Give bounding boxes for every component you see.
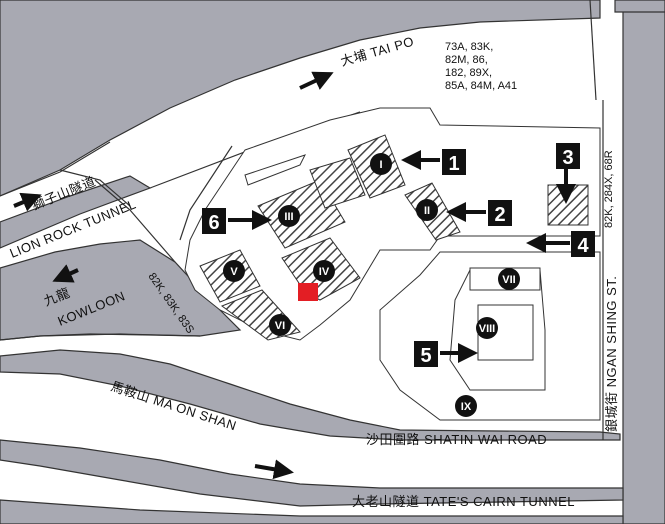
building-marker-vii: VII xyxy=(498,268,520,290)
numbered-square-icon xyxy=(556,143,580,169)
svg-text:2: 2 xyxy=(494,204,505,226)
highlight-location xyxy=(298,283,318,301)
entrance-badge-3: 3 xyxy=(556,143,580,169)
building-marker-ix: IX xyxy=(455,395,477,417)
building-marker-i: I xyxy=(370,153,392,175)
svg-text:III: III xyxy=(284,211,293,223)
building-marker-ii: II xyxy=(416,199,438,221)
grey-area-bottom xyxy=(0,439,624,507)
svg-text:IV: IV xyxy=(319,266,330,278)
roman-numeral-circle-icon xyxy=(278,205,300,227)
bus-routes-right: 82K, 284X, 68R xyxy=(603,150,615,228)
bus-routes-top-line-4: 85A, 84M, A41 xyxy=(445,80,517,92)
building-marker-iv: IV xyxy=(313,260,335,282)
svg-text:VIII: VIII xyxy=(479,323,496,335)
road-label-tates-cairn: 大老山隧道 TATE'S CAIRN TUNNEL xyxy=(352,494,575,509)
road-label-shatin-wai: 沙田圍路 SHATIN WAI ROAD xyxy=(366,432,547,447)
arrow-icon xyxy=(299,71,334,90)
building-marker-v: V xyxy=(223,260,245,282)
building-iii-upper xyxy=(309,157,366,209)
entrance-arrows xyxy=(228,150,576,363)
road-label-ngan-shing: 銀城街 NGAN SHING ST. xyxy=(604,276,619,432)
grey-area-lower-left xyxy=(0,349,621,441)
bus-routes-top-line-2: 82M, 86, xyxy=(445,54,488,66)
svg-text:1: 1 xyxy=(448,153,459,175)
roman-numeral-circle-icon xyxy=(416,199,438,221)
entrance-badges: 1 2 3 4 5 6 xyxy=(202,143,595,367)
svg-text:VII: VII xyxy=(502,274,515,286)
entrance-badge-1: 1 xyxy=(442,149,466,175)
building-marker-viii: VIII xyxy=(476,317,498,339)
svg-text:IX: IX xyxy=(461,401,472,413)
entrance-badge-6: 6 xyxy=(202,208,226,234)
svg-text:5: 5 xyxy=(420,345,431,367)
svg-text:VI: VI xyxy=(275,320,285,332)
svg-text:II: II xyxy=(424,205,430,217)
grey-area-right xyxy=(622,0,665,524)
building-markers: I II III IV V VI VII VIII xyxy=(223,153,520,417)
building-marker-iii: III xyxy=(278,205,300,227)
building-marker-vi: VI xyxy=(269,314,291,336)
grey-area-bottom-edge xyxy=(0,499,624,524)
grey-area-top-right xyxy=(614,0,665,13)
svg-text:V: V xyxy=(230,266,238,278)
entrance-badge-2: 2 xyxy=(488,200,512,226)
roman-numeral-circle-icon xyxy=(269,314,291,336)
roman-numeral-circle-icon xyxy=(313,260,335,282)
svg-text:6: 6 xyxy=(208,212,219,234)
roman-numeral-circle-icon xyxy=(476,317,498,339)
numbered-square-icon xyxy=(488,200,512,226)
arrow-icon xyxy=(254,459,294,480)
bus-routes-top-line-3: 182, 89X, xyxy=(445,67,492,79)
svg-text:3: 3 xyxy=(562,147,573,169)
svg-text:I: I xyxy=(379,159,382,171)
roman-numeral-circle-icon xyxy=(455,395,477,417)
svg-text:4: 4 xyxy=(577,235,589,257)
roman-numeral-circle-icon xyxy=(370,153,392,175)
arrow-icon xyxy=(13,192,42,212)
numbered-square-icon xyxy=(202,208,226,234)
numbered-square-icon xyxy=(571,231,595,257)
arrow-icon xyxy=(52,264,79,283)
numbered-square-icon xyxy=(414,341,438,367)
entrance-badge-5: 5 xyxy=(414,341,438,367)
roman-numeral-circle-icon xyxy=(223,260,245,282)
small-road-link xyxy=(244,154,306,186)
entrance-badge-4: 4 xyxy=(571,231,595,257)
bus-routes-top-line-1: 73A, 83K, xyxy=(445,41,493,53)
roman-numeral-circle-icon xyxy=(498,268,520,290)
road-arrows xyxy=(13,71,334,480)
numbered-square-icon xyxy=(442,149,466,175)
